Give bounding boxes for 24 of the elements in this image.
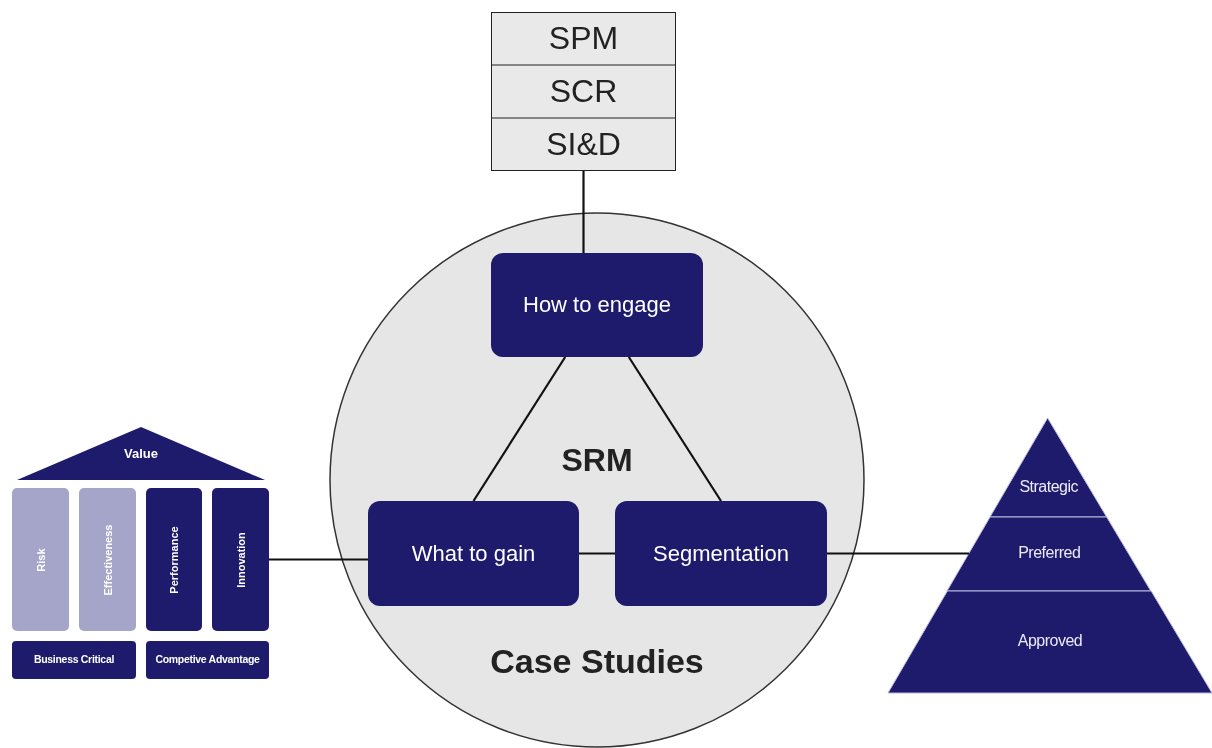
pillar-label: Effectiveness (101, 524, 114, 595)
connector-line (582, 171, 585, 253)
roof-label: Value (123, 446, 159, 461)
base-label: Business Critical (32, 653, 116, 665)
center-label: SRM (560, 442, 634, 479)
circle-label: Case Studies (489, 642, 705, 681)
row-label: SI&D (545, 126, 622, 163)
box-label: What to gain (410, 540, 537, 567)
connector-line (269, 558, 368, 561)
tier-label: Approved (1016, 632, 1084, 650)
pillar-label: Risk (34, 547, 47, 572)
connector-line (579, 552, 615, 555)
tier-label: Strategic (1018, 478, 1079, 496)
row-label: SCR (548, 73, 619, 110)
connector-line (627, 356, 722, 502)
connector-line (472, 356, 567, 502)
pillar-label: Performance (168, 525, 180, 594)
tier-label: Preferred (1017, 544, 1082, 562)
pillar-label: Innovation (234, 531, 247, 588)
connector-line (827, 552, 970, 555)
base-label: Competive Advantage (154, 653, 261, 665)
box-label: How to engage (522, 292, 672, 318)
box-label: Segmentation (652, 540, 790, 567)
row-label: SPM (547, 20, 620, 57)
